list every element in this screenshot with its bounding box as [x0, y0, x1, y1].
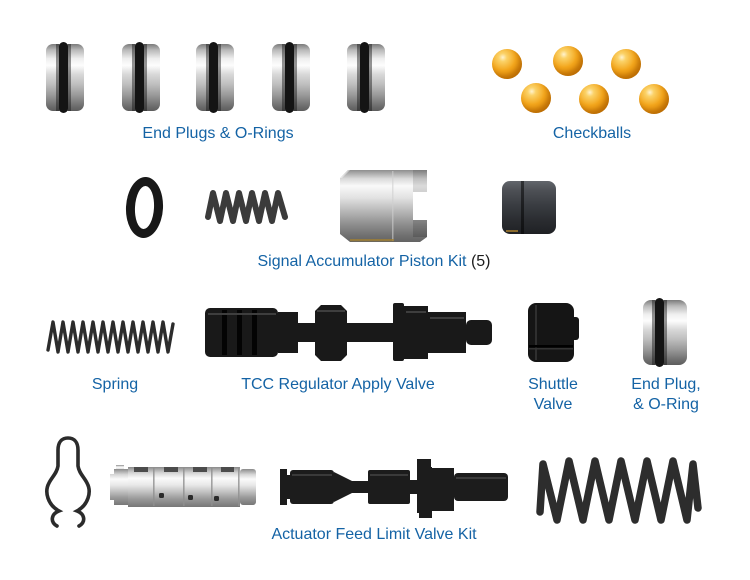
- retainer-clip: [45, 436, 91, 528]
- valve-spring: [46, 320, 175, 354]
- checkball-1: [492, 49, 522, 79]
- o-ring-band: [655, 298, 664, 367]
- plug-groove: [357, 44, 360, 111]
- shuttle-valve-label: Shuttle Valve: [528, 375, 578, 415]
- o-ring-band: [209, 42, 218, 113]
- tcc-valve-label: TCC Regulator Apply Valve: [241, 376, 435, 393]
- checkball-3: [611, 49, 641, 79]
- plug-groove: [652, 300, 655, 365]
- valve-sleeve: [108, 465, 256, 507]
- end-plug-1: [46, 42, 84, 113]
- o-ring: [124, 176, 165, 239]
- o-ring-band: [59, 42, 68, 113]
- large-spring: [536, 457, 702, 524]
- plug-groove: [68, 44, 71, 111]
- shuttle-valve-label-line2: Valve: [533, 396, 573, 413]
- signal-accumulator-label-text: Signal Accumulator Piston Kit: [257, 253, 467, 270]
- end-plug-4: [272, 42, 310, 113]
- end-plug-2: [122, 42, 160, 113]
- plug-groove: [56, 44, 59, 111]
- accumulator-spring: [205, 190, 288, 224]
- checkball-4: [521, 83, 551, 113]
- plug-groove: [132, 44, 135, 111]
- shuttle-valve-label-line1: Shuttle: [528, 376, 578, 393]
- end-plug-3: [196, 42, 234, 113]
- end-plug-oring-label-line2: & O-Ring: [633, 396, 699, 413]
- end-plug-oring-label: End Plug, & O-Ring: [631, 375, 700, 415]
- plug-groove: [144, 44, 147, 111]
- plug-groove: [282, 44, 285, 111]
- signal-accumulator-qty: (5): [470, 253, 491, 270]
- actuator-kit-label: Actuator Feed Limit Valve Kit: [271, 526, 477, 543]
- end-plug-5: [347, 42, 385, 113]
- end-plug-single: [643, 298, 687, 367]
- end-plug-oring-label-line1: End Plug,: [631, 376, 701, 393]
- plug-groove: [294, 44, 297, 111]
- tcc-regulator-apply-valve: [205, 303, 492, 361]
- o-ring-band: [135, 42, 144, 113]
- piston-groove: [521, 181, 524, 234]
- actuator-feed-limit-valve: [280, 459, 508, 518]
- signal-accumulator-label: Signal Accumulator Piston Kit (5): [257, 252, 490, 272]
- checkball-6: [639, 84, 669, 114]
- checkball-2: [553, 46, 583, 76]
- shuttle-valve: [528, 303, 579, 362]
- checkballs-label: Checkballs: [552, 125, 632, 142]
- spring-label: Spring: [91, 376, 139, 393]
- brass-edge: [506, 230, 518, 232]
- o-ring-band: [360, 42, 369, 113]
- plug-groove: [206, 44, 209, 111]
- plug-groove: [664, 300, 667, 365]
- accumulator-piston: [340, 170, 427, 242]
- accumulator-piston-small: [502, 181, 556, 234]
- plug-groove: [218, 44, 221, 111]
- o-ring-band: [285, 42, 294, 113]
- plug-groove: [369, 44, 372, 111]
- checkball-5: [579, 84, 609, 114]
- end-plugs-label: End Plugs & O-Rings: [142, 125, 294, 142]
